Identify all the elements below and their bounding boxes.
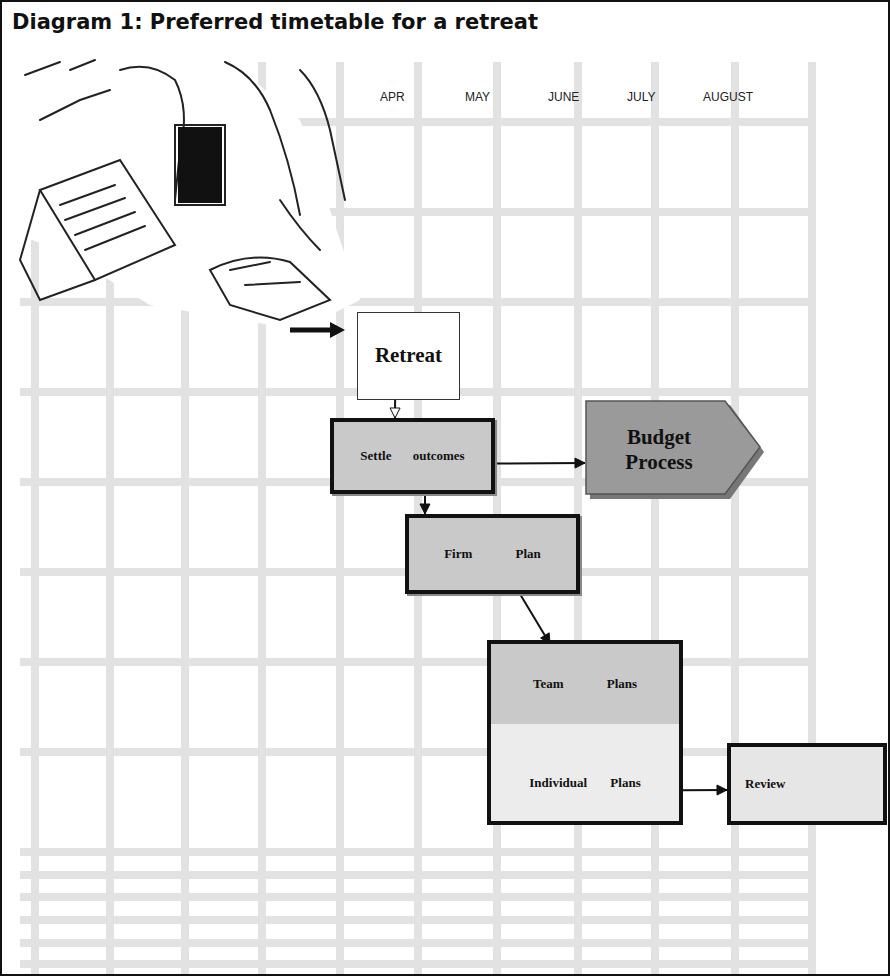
- box-label: Settle outcomes: [360, 448, 464, 464]
- month-label: AUGUST: [703, 90, 753, 104]
- connector-line: [495, 462, 585, 465]
- stage-box: Settle outcomes: [330, 418, 495, 494]
- retreat-box: Retreat: [357, 312, 460, 400]
- connector-arrow: [420, 494, 430, 514]
- month-label: MAY: [465, 90, 490, 104]
- month-label: APR: [380, 90, 405, 104]
- connector-arrow: [520, 594, 550, 644]
- box-label: Review: [745, 776, 785, 792]
- box-text-group: Individual Plans: [529, 775, 640, 791]
- box-text-group: Settle outcomes: [360, 448, 464, 464]
- box-label: Individual Plans: [529, 775, 640, 791]
- plan-panel: Team Plans: [491, 644, 679, 724]
- box-text-group: Firm Plan: [444, 546, 541, 562]
- box-label: Team Plans: [533, 676, 637, 692]
- diagram-title: Diagram 1: Preferred timetable for a ret…: [12, 10, 538, 34]
- arrowhead: [575, 458, 585, 468]
- plan-panel: Individual Plans: [491, 744, 679, 821]
- box-text-group: Budget Process: [609, 425, 709, 475]
- box-label: Firm Plan: [444, 546, 541, 562]
- review-box: Review: [727, 743, 887, 825]
- connector-arrow: [679, 785, 727, 795]
- box-text-group: Team Plans: [533, 676, 637, 692]
- box-label: Retreat: [375, 343, 442, 368]
- box-label: Budget Process: [609, 425, 709, 475]
- month-label: JULY: [627, 90, 655, 104]
- arrowhead: [420, 504, 430, 514]
- box-text-group: Retreat: [375, 343, 442, 368]
- connector-arrow: [495, 458, 585, 468]
- stage-box: Firm Plan: [405, 514, 580, 594]
- month-label: JUNE: [548, 90, 579, 104]
- connector-arrow: [390, 400, 400, 418]
- arrowhead: [717, 785, 727, 795]
- arrowhead: [390, 408, 400, 418]
- pentagon-shape: [586, 401, 760, 494]
- connector-line: [520, 594, 550, 644]
- process-arrow: Budget Process: [585, 400, 765, 500]
- box-text-group: Review: [745, 776, 785, 792]
